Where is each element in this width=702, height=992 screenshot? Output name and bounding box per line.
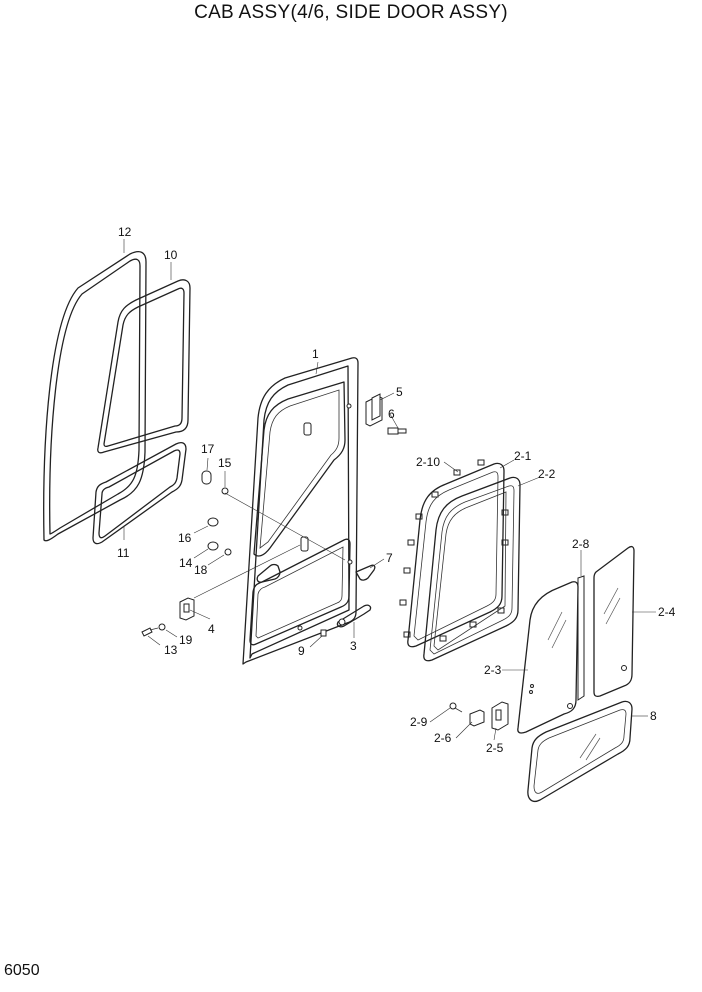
part-16-grommet [207,517,219,527]
part-8-lower-glass [527,700,633,803]
callout-4: 4 [208,622,215,636]
callout-2-3: 2-3 [484,663,502,677]
part-2-2-outer-sash [423,476,521,662]
callout-13: 13 [164,643,178,657]
diagram-title: CAB ASSY(4/6, SIDE DOOR ASSY) [194,2,508,23]
callout-8: 8 [650,709,657,723]
part-1-door-frame [242,357,359,665]
part-18-washer [224,548,232,556]
callout-11: 11 [117,546,130,560]
part-2-3-sliding-glass [517,581,579,734]
callout-10: 10 [164,248,178,262]
part-10-upper-window-seal [97,279,191,454]
part-2-6-knob [469,709,485,727]
part-15-nut [221,487,229,495]
callout-5: 5 [396,385,403,399]
part-5-hinge [365,393,383,427]
part-2-10-frame-clips [399,459,509,642]
part-2-4-fixed-glass [593,545,635,698]
callout-14: 14 [179,556,193,570]
part-17-cover [201,470,212,485]
part-2-8-center-strip [577,575,585,701]
callout-18: 18 [194,563,208,577]
callout-2-10: 2-10 [416,455,440,469]
callout-7: 7 [386,551,393,565]
part-12-door-seal [43,251,147,542]
page-number: 6050 [4,962,40,979]
part-2-1-inner-sash [407,462,505,648]
callout-2-5: 2-5 [486,741,504,755]
part-19-washer [158,623,166,631]
leader-lines [123,239,656,741]
part-4-latch [179,597,195,621]
callout-19: 19 [179,633,193,647]
callout-2-8: 2-8 [572,537,590,551]
part-14-grommet [207,541,219,551]
callout-17: 17 [201,442,215,456]
callout-6: 6 [388,407,395,421]
callout-16: 16 [178,531,192,545]
callout-1: 1 [312,347,319,361]
part-3-outer-handle [336,604,372,628]
part-7-striker [355,564,376,581]
callout-15: 15 [218,456,232,470]
callout-2-9: 2-9 [410,715,428,729]
part-9-clip [320,629,327,637]
callout-3: 3 [350,639,357,653]
callout-9: 9 [298,644,305,658]
part-13-bolt [141,627,159,637]
callout-2-1: 2-1 [514,449,532,463]
part-2-5-catch [491,701,509,731]
callout-2-4: 2-4 [658,605,676,619]
callout-2-6: 2-6 [434,731,452,745]
part-6-bolt [387,427,407,435]
part-2-9-screw [449,702,463,713]
callout-12: 12 [118,225,132,239]
callout-2-2: 2-2 [538,467,556,481]
part-11-lower-window-seal [92,442,187,545]
